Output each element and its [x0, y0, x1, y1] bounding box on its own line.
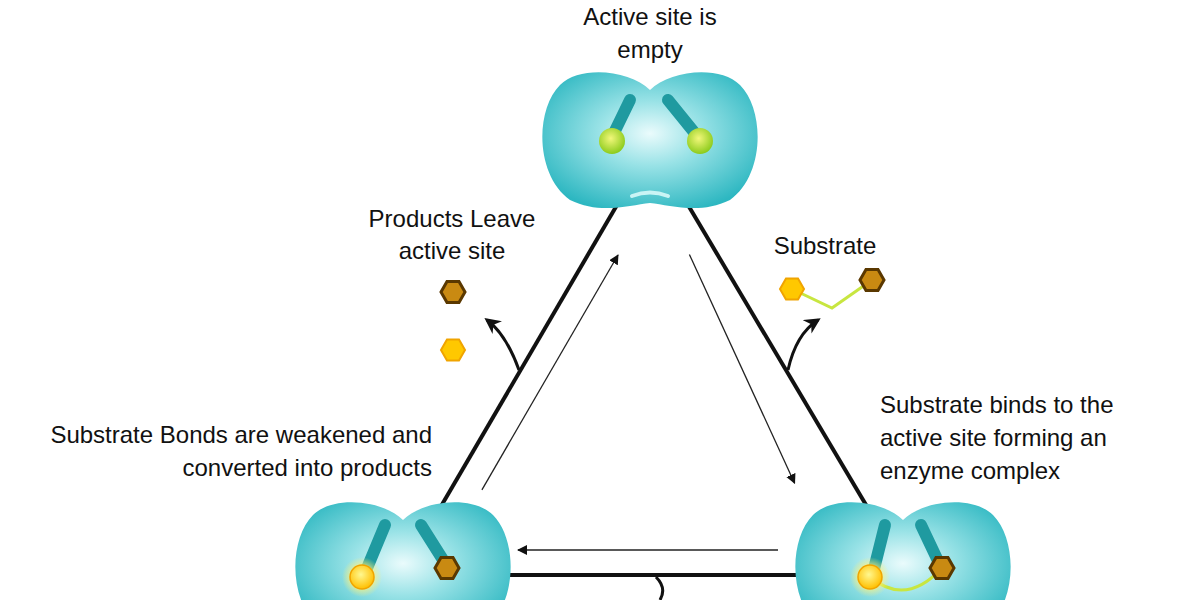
product-hexagon	[441, 282, 465, 303]
enzyme-outline	[540, 65, 760, 215]
enzyme-highlight	[632, 193, 668, 197]
node-label: Active site is empty	[580, 0, 720, 66]
node-label: Substrate Bonds are weakened and convert…	[37, 418, 432, 484]
product-molecules	[441, 282, 465, 361]
substrate-glow	[850, 557, 890, 597]
enzyme-shape	[793, 495, 1013, 600]
cycle-arrow	[689, 255, 794, 484]
annotation-label: Substrate	[725, 230, 925, 262]
enzyme-node: Substrate Bonds are weakened and convert…	[293, 495, 513, 600]
substrate-hexagon	[930, 558, 954, 579]
substrate-molecule	[780, 270, 884, 308]
enzyme-shape	[293, 495, 513, 600]
substrate-atom	[858, 565, 882, 589]
branch-arrow	[788, 320, 818, 370]
enzyme-shape	[540, 65, 760, 210]
enzyme-node: Substrate binds to the active site formi…	[793, 495, 1013, 600]
node-label: Substrate binds to the active site formi…	[880, 388, 1180, 487]
enzyme-outline	[793, 495, 1013, 600]
cycle-arrow	[482, 255, 618, 490]
node-caption: Substrate binds to the active site formi…	[880, 388, 1180, 487]
enzyme-node: Active site is empty	[540, 65, 760, 210]
substrate-atom	[350, 565, 374, 589]
branch-arrow	[487, 320, 519, 370]
branch-arrows	[487, 320, 818, 600]
enzyme-outline	[293, 495, 513, 600]
substrate-glow	[342, 557, 382, 597]
substrate-hexagon	[860, 270, 884, 291]
node-caption: Active site is empty	[580, 0, 720, 66]
node-caption: Substrate Bonds are weakened and convert…	[37, 418, 432, 484]
enzyme-body	[542, 72, 757, 208]
active-site	[599, 128, 625, 154]
frame-line	[508, 573, 800, 577]
enzyme-body	[795, 502, 1010, 600]
cycle-arrow	[518, 549, 778, 550]
substrate-bond	[792, 280, 872, 308]
annotation-label: Products Leave active site	[352, 203, 552, 267]
substrate-hexagon	[435, 558, 459, 579]
branch-arrow	[656, 577, 663, 600]
product-hexagon	[441, 340, 465, 361]
enzyme-body	[295, 502, 510, 600]
active-site	[687, 128, 713, 154]
substrate-hexagon	[780, 279, 804, 300]
